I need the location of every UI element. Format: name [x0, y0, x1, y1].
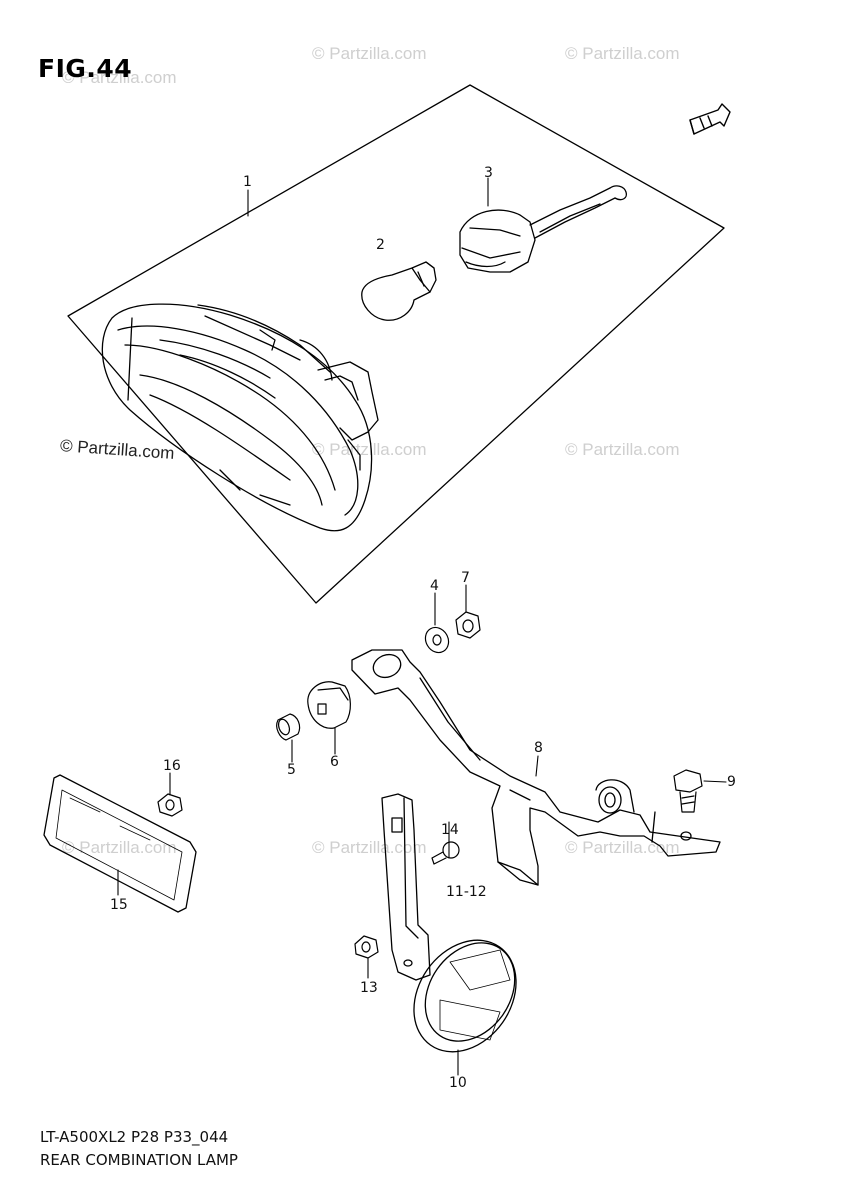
part-ref-15: 15 [110, 897, 128, 913]
diagram-code: LT-A500XL2 P28 P33_044 [40, 1128, 229, 1146]
part-ref-9: 9 [727, 774, 736, 790]
washer [424, 626, 450, 654]
bulb [361, 261, 437, 321]
bolt [673, 769, 703, 813]
socket [459, 185, 628, 273]
watermark: © Partzilla.com [312, 440, 427, 459]
part-ref-4: 4 [430, 578, 439, 594]
nut [157, 793, 183, 817]
lamp-housing [101, 303, 379, 532]
figure-title: FIG.44 [38, 54, 133, 83]
nut [455, 611, 481, 639]
diagram-caption: REAR COMBINATION LAMP [40, 1151, 238, 1169]
stay [381, 793, 431, 981]
part-ref-1: 1 [243, 174, 252, 190]
spacer [276, 713, 301, 741]
part-ref-3: 3 [484, 165, 493, 181]
part-ref-13: 13 [360, 980, 378, 996]
part-ref-8: 8 [534, 740, 543, 756]
screw [431, 841, 460, 865]
watermark: © Partzilla.com [62, 68, 177, 87]
bracket [351, 649, 721, 886]
part-ref-6: 6 [330, 754, 339, 770]
part-ref-16: 16 [163, 758, 181, 774]
part-ref-11-12: 11-12 [446, 884, 487, 900]
leader-lines [117, 177, 727, 1076]
rect-reflector [43, 774, 197, 913]
round-reflector [413, 939, 517, 1053]
watermark: © Partzilla.com [565, 440, 680, 459]
part-ref-5: 5 [287, 762, 296, 778]
assembly-outline [67, 84, 725, 604]
part-ref-7: 7 [461, 570, 470, 586]
watermark: © Partzilla.com [62, 838, 177, 857]
watermark: © Partzilla.com [565, 838, 680, 857]
watermark: © Partzilla.com [312, 838, 427, 857]
part-ref-14: 14 [441, 822, 459, 838]
part-ref-2: 2 [376, 237, 385, 253]
grommet [307, 681, 351, 729]
watermark: © Partzilla.com [312, 44, 427, 63]
part-ref-10: 10 [449, 1075, 467, 1091]
nut [354, 935, 379, 959]
watermark: © Partzilla.com [565, 44, 680, 63]
fwd-arrow-icon [689, 103, 731, 135]
